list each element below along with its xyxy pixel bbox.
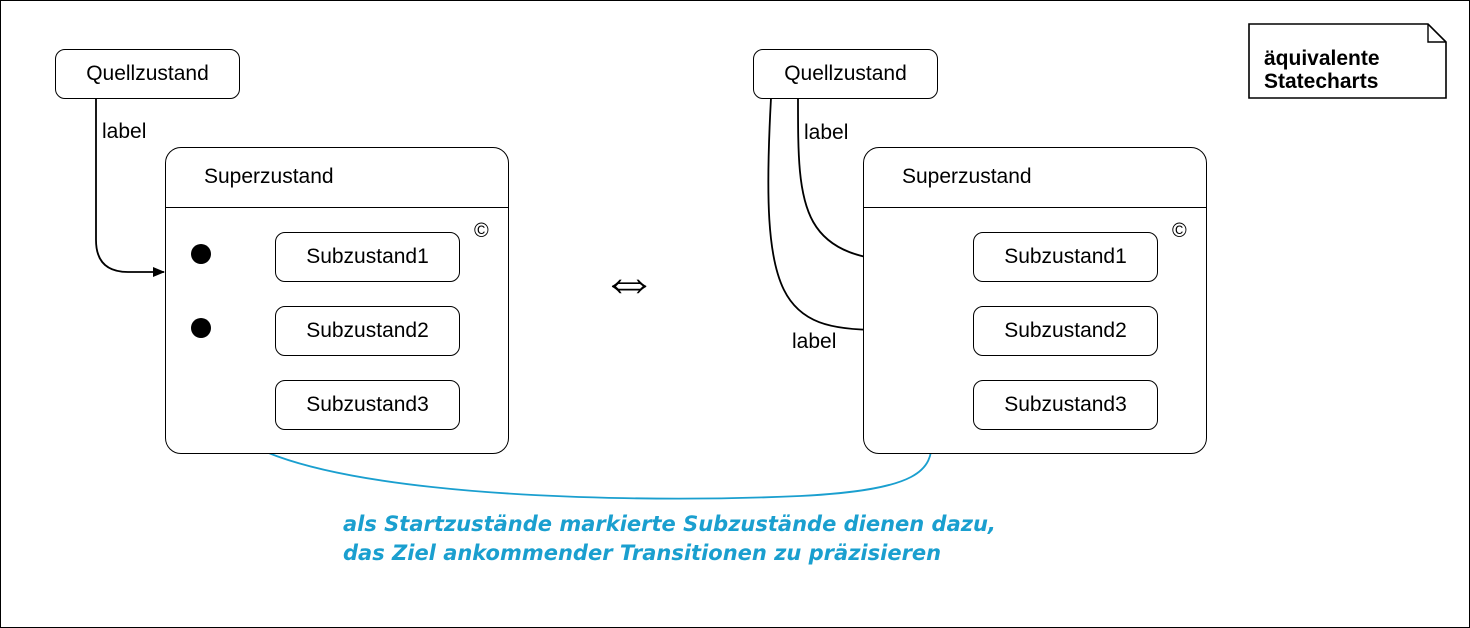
right-sub-state-2: Subzustand2 <box>973 306 1158 356</box>
right-sub-state-3: Subzustand3 <box>973 380 1158 430</box>
comment-line-1: als Startzustände markierte Subzustände … <box>343 512 996 536</box>
right-super-title: Superzustand <box>864 148 1206 208</box>
left-transition-label: label <box>102 120 147 143</box>
right-source-state: Quellzustand <box>753 49 938 99</box>
note-text: äquivalente Statecharts <box>1264 47 1380 93</box>
right-transition-line-2 <box>767 97 974 335</box>
right-sub-state-1: Subzustand1 <box>973 232 1158 282</box>
right-sub-state-1-label: Subzustand1 <box>1004 245 1127 268</box>
left-source-label: Quellzustand <box>86 62 209 85</box>
right-concurrency-marker: © <box>1172 220 1187 242</box>
right-transition-label-lower: label <box>792 330 837 353</box>
left-transition-line <box>95 98 165 277</box>
left-sub-state-1: Subzustand1 <box>275 232 460 282</box>
left-sub-state-1-label: Subzustand1 <box>306 245 429 268</box>
left-sub-state-3: Subzustand3 <box>275 380 460 430</box>
left-initial-dot-2 <box>191 318 211 338</box>
left-source-state: Quellzustand <box>55 49 240 99</box>
right-transition-label-upper: label <box>804 121 849 144</box>
right-sub-state-2-label: Subzustand2 <box>1004 319 1127 342</box>
left-sub-state-2: Subzustand2 <box>275 306 460 356</box>
equivalence-symbol: ⇔ <box>600 248 658 313</box>
left-super-title: Superzustand <box>166 148 508 208</box>
right-sub-state-3-label: Subzustand3 <box>1004 393 1127 416</box>
comment-line-2: das Ziel ankommender Transitionen zu prä… <box>343 541 942 565</box>
left-initial-dot-1 <box>191 244 211 264</box>
left-concurrency-marker: © <box>474 220 489 242</box>
left-sub-state-2-label: Subzustand2 <box>306 319 429 342</box>
left-sub-state-3-label: Subzustand3 <box>306 393 429 416</box>
right-source-label: Quellzustand <box>784 62 907 85</box>
